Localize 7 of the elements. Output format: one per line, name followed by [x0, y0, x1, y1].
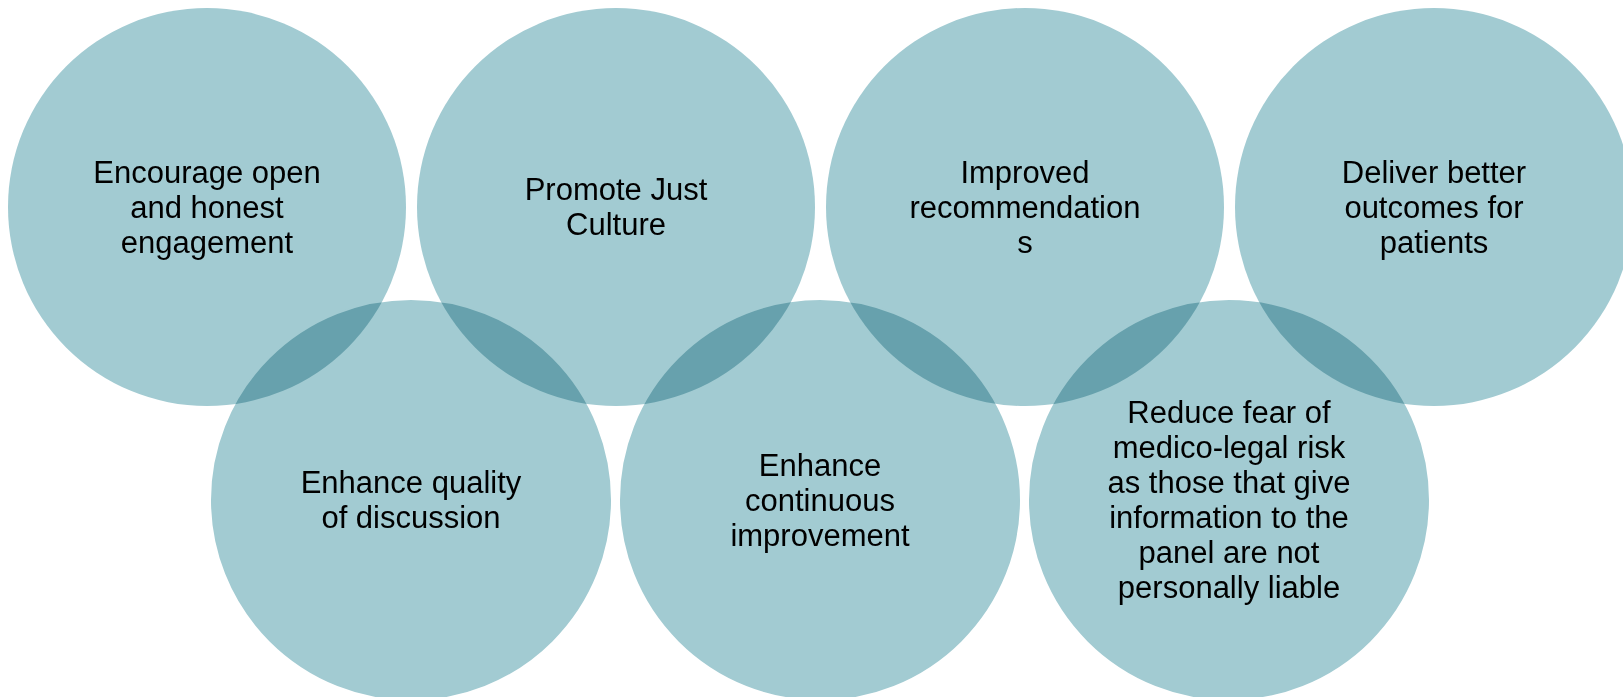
- circle-label: Enhance continuous improvement: [729, 447, 911, 553]
- circle-label: Promote Just Culture: [523, 172, 709, 242]
- circle-label: Improved recommendation s: [908, 154, 1142, 260]
- circle-label: Reduce fear of medico-legal risk as those that give information to the panel are not personally liable: [1106, 395, 1352, 605]
- circle-label: Enhance quality of discussion: [299, 465, 523, 535]
- circle-label: Deliver better outcomes for patients: [1340, 154, 1528, 260]
- circle-label: Encourage open and honest engagement: [92, 154, 322, 260]
